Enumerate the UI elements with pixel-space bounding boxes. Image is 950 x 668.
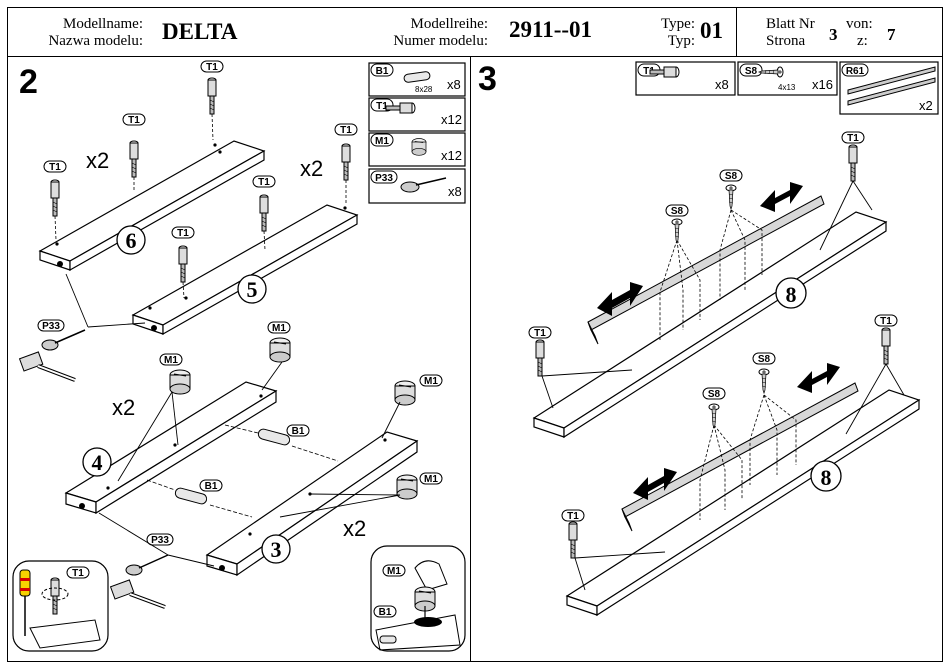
board-number-8: 8 (786, 282, 797, 307)
dowel-icon (403, 71, 431, 83)
part-t1-qty: x12 (441, 112, 462, 127)
callout-t1: T1 (880, 316, 892, 327)
cam-lock-icon (411, 138, 427, 156)
part-m1-qty: x12 (441, 148, 462, 163)
series-number: 2911--01 (509, 17, 593, 42)
callout-m1: M1 (272, 323, 286, 334)
qty-x2: x2 (343, 516, 366, 541)
step-divider (470, 57, 471, 662)
callout-b1: B1 (379, 607, 392, 618)
callout-p33: P33 (151, 535, 169, 546)
callout-m1: M1 (387, 566, 401, 577)
callout-t1: T1 (847, 133, 859, 144)
callout-t1: T1 (258, 177, 270, 188)
model-name-label-de: Modellname: (63, 16, 143, 32)
part-t1-qty: x8 (715, 77, 729, 92)
header-bar (7, 7, 943, 57)
part-r61-code: R61 (846, 66, 865, 77)
part-p33-code: P33 (375, 173, 393, 184)
screwdriver-icon (19, 569, 31, 636)
hammer-icon (18, 351, 166, 609)
drawer-runner-icon (847, 66, 936, 106)
of-label-pl: z: (857, 33, 868, 49)
sheet-number: 3 (829, 25, 838, 44)
board-number-5: 5 (247, 277, 258, 302)
sheet-label-pl: Strona (766, 33, 806, 49)
glide-nail-icon (41, 329, 169, 576)
part-m1-code: M1 (375, 136, 389, 147)
model-name: DELTA (162, 19, 238, 44)
callout-s8: S8 (758, 354, 771, 365)
board-number-4: 4 (92, 450, 103, 475)
part-p33-qty: x8 (448, 184, 462, 199)
step-2-number: 2 (19, 63, 38, 101)
cam-bolt-icon (649, 66, 680, 78)
glide-nail-icon (400, 177, 447, 193)
board-number-8: 8 (821, 465, 832, 490)
callout-s8: S8 (725, 171, 738, 182)
callout-t1: T1 (72, 568, 84, 579)
step-3-number: 3 (478, 60, 497, 98)
callout-s8: S8 (708, 389, 721, 400)
callout-t1: T1 (534, 328, 546, 339)
sheet-total: 7 (887, 25, 896, 44)
callout-s8: S8 (671, 206, 684, 217)
callout-m1: M1 (164, 355, 178, 366)
instruction-sheet (7, 7, 943, 662)
board-number-6: 6 (126, 228, 137, 253)
callout-t1: T1 (128, 115, 140, 126)
part-t1-code: T1 (376, 101, 388, 112)
callout-t1: T1 (340, 125, 352, 136)
dowel-icon (174, 428, 291, 505)
qty-x2: x2 (300, 156, 323, 181)
qty-x2: x2 (86, 148, 109, 173)
callout-b1: B1 (205, 481, 218, 492)
slide-arrow-icon (597, 182, 840, 500)
t1-bolt-icon (535, 144, 891, 559)
callout-p33: P33 (42, 321, 60, 332)
part-s8-code: S8 (745, 66, 758, 77)
part-r61-qty: x2 (919, 98, 933, 113)
part-b1-size: 8x28 (415, 85, 433, 94)
callout-m1: M1 (424, 474, 438, 485)
board-number-3: 3 (271, 537, 282, 562)
callout-b1: B1 (292, 426, 305, 437)
part-s8-qty: x16 (812, 77, 833, 92)
series-label-de: Modellreihe: (410, 16, 488, 32)
hand-icon (414, 560, 448, 591)
model-name-label-pl: Nazwa modelu: (48, 33, 143, 49)
callout-t1: T1 (177, 228, 189, 239)
type-label-de: Type: (661, 16, 695, 32)
callout-t1: T1 (49, 162, 61, 173)
part-s8-size: 4x13 (778, 83, 796, 92)
part-b1-qty: x8 (447, 77, 461, 92)
series-label-pl: Numer modelu: (393, 33, 488, 49)
part-b1-code: B1 (376, 66, 389, 77)
callout-t1: T1 (567, 511, 579, 522)
type-label-pl: Typ: (667, 33, 695, 49)
cam-bolt-icon (385, 102, 416, 114)
qty-x2: x2 (112, 395, 135, 420)
part-t1-code: T1 (643, 66, 655, 77)
callout-t1: T1 (206, 62, 218, 73)
of-label-de: von: (846, 16, 873, 32)
callout-m1: M1 (424, 376, 438, 387)
type-value: 01 (700, 18, 723, 43)
sheet-label-de: Blatt Nr (766, 16, 815, 32)
header-divider (736, 7, 737, 57)
